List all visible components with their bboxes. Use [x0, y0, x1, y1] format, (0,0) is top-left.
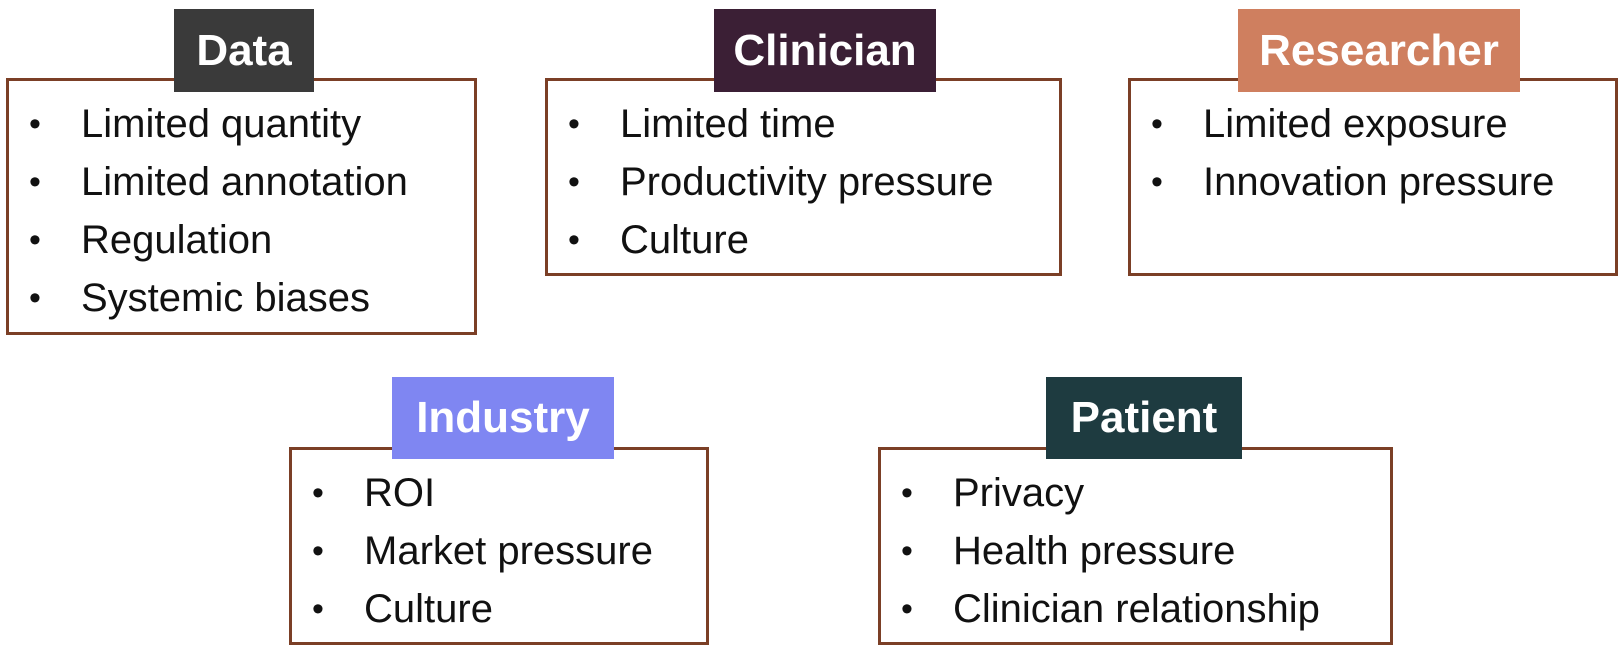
researcher-box: •Limited exposure •Innovation pressure — [1128, 78, 1618, 276]
list-item: •Innovation pressure — [1151, 160, 1555, 204]
list-item: •Market pressure — [312, 529, 653, 573]
data-list: •Limited quantity •Limited annotation •R… — [9, 95, 474, 327]
researcher-list: •Limited exposure •Innovation pressure — [1131, 95, 1615, 211]
list-item: •Systemic biases — [29, 276, 370, 320]
industry-title: Industry — [392, 377, 614, 459]
clinician-title: Clinician — [714, 9, 936, 92]
list-item: •Health pressure — [901, 529, 1236, 573]
data-box: •Limited quantity •Limited annotation •R… — [6, 78, 477, 335]
clinician-list: •Limited time •Productivity pressure •Cu… — [548, 95, 1059, 269]
researcher-title: Researcher — [1238, 9, 1520, 92]
list-item: •Culture — [568, 218, 749, 262]
list-item: •Privacy — [901, 471, 1085, 515]
list-item: •Culture — [312, 587, 493, 631]
list-item: •Regulation — [29, 218, 273, 262]
list-item: •Clinician relationship — [901, 587, 1320, 631]
data-title: Data — [174, 9, 314, 92]
list-item: •Limited quantity — [29, 102, 362, 146]
list-item: •Limited annotation — [29, 160, 408, 204]
patient-box: •Privacy •Health pressure •Clinician rel… — [878, 447, 1393, 645]
list-item: •Limited time — [568, 102, 836, 146]
patient-title: Patient — [1046, 377, 1242, 459]
clinician-box: •Limited time •Productivity pressure •Cu… — [545, 78, 1062, 276]
industry-box: •ROI •Market pressure •Culture — [289, 447, 709, 645]
list-item: •Limited exposure — [1151, 102, 1508, 146]
patient-list: •Privacy •Health pressure •Clinician rel… — [881, 464, 1390, 638]
list-item: •Productivity pressure — [568, 160, 994, 204]
list-item: •ROI — [312, 471, 436, 515]
industry-list: •ROI •Market pressure •Culture — [292, 464, 706, 638]
